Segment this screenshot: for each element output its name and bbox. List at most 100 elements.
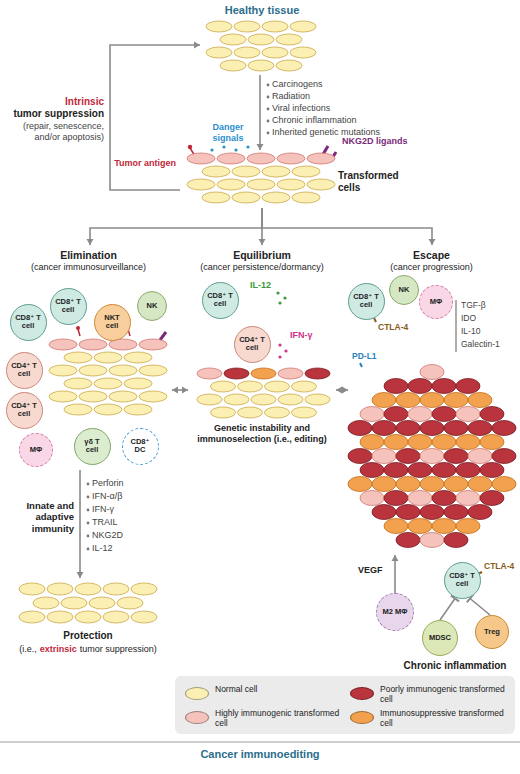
tissue-cell: [79, 391, 107, 402]
tissue-cell: [224, 368, 249, 379]
node-text: (i.e.,: [19, 644, 37, 655]
legend-swatch: [185, 711, 209, 724]
tissue-cell: [432, 407, 456, 422]
tissue-cell: [247, 153, 275, 164]
tissue-cell: [480, 463, 504, 478]
tissue-cell: [408, 491, 432, 506]
tissue-cell: [248, 60, 274, 71]
tissue-cell: [290, 21, 316, 32]
stage-region: Protection(i.e.,extrinsictumor suppressi…: [8, 578, 168, 670]
tissue-cell: [89, 597, 115, 609]
tissue-cell: [220, 60, 246, 71]
arrowhead: [429, 239, 436, 245]
label: (repair, senescence, and/or apoptosis): [6, 121, 104, 143]
arrowhead: [194, 42, 200, 49]
tissue-cell: [372, 393, 396, 408]
tissue-cell: [480, 435, 504, 450]
tissue-cell: [139, 365, 167, 376]
label: CTLA-4: [484, 561, 514, 571]
tissue-cell: [420, 393, 444, 408]
tissue-cell: [468, 505, 492, 520]
connector: [110, 42, 200, 191]
tissue-cell: [247, 179, 275, 190]
cell-label: CD4⁺ T cell: [239, 336, 265, 352]
tissue-cell: [109, 365, 137, 376]
label: Radiation: [272, 91, 310, 102]
label: Chronic inflammation: [395, 660, 515, 672]
tissue-cell: [277, 153, 305, 164]
tissue-cell: [432, 519, 456, 534]
tissue-cell: [444, 393, 468, 408]
tissue-cell: [384, 491, 408, 506]
tissue-cell: [444, 477, 468, 492]
tissue-cell: [187, 179, 215, 190]
tissue-cell: [278, 368, 303, 379]
tissue-cell: [202, 192, 230, 203]
node-text: Genetic instability and immunoselection …: [188, 423, 336, 445]
tissue-cell: [64, 404, 92, 415]
arrowhead: [172, 387, 178, 394]
tissue-cell: [224, 394, 249, 405]
tissue-cell: [396, 533, 420, 548]
cell-circle: CD8⁺ T cell: [10, 304, 47, 341]
tissue-cell: [124, 352, 152, 363]
tissue-cell: [348, 449, 372, 464]
tissue-cell: [384, 407, 408, 422]
connector: [87, 208, 263, 245]
label: Danger signals: [203, 122, 253, 144]
tissue-cell: [197, 368, 222, 379]
tissue-cell: [408, 435, 432, 450]
label: Intrinsic: [6, 96, 104, 108]
legend-text: Poorly immunogenic transformed cell: [380, 684, 508, 704]
tissue-cell: [420, 421, 444, 436]
tissue-cell: [396, 421, 420, 436]
tissue-cell: [456, 519, 480, 534]
cell-label: MΦ: [30, 446, 42, 454]
tissue-cell: [384, 463, 408, 478]
label: Chronic inflammation: [272, 115, 357, 126]
label: IFN-α/β: [92, 491, 122, 502]
tissue-cell: [262, 47, 288, 58]
tissue-cell: [238, 407, 263, 418]
tissue-cell: [396, 477, 420, 492]
label: IL-10: [461, 326, 480, 336]
text-line: (i.e.,extrinsictumor suppression): [8, 644, 168, 655]
legend-swatch: [350, 711, 374, 724]
tissue-cell: [305, 394, 330, 405]
cell-label: CD8⁺ T cell: [55, 298, 81, 314]
label: NKG2D: [92, 530, 123, 541]
tissue-cell: [75, 611, 101, 623]
legend-swatch: [350, 687, 374, 700]
label: Viral infections: [272, 103, 330, 114]
tissue-cell: [396, 449, 420, 464]
tissue-cell: [348, 421, 372, 436]
tissue-cell: [420, 365, 444, 380]
tissue-cell: [456, 491, 480, 506]
tissue-cell: [103, 611, 129, 623]
tissue-cell: [187, 153, 215, 164]
cell-label: NK: [147, 302, 158, 310]
tissue-cell: [408, 379, 432, 394]
tissue-cell: [109, 391, 137, 402]
connector-line: [259, 75, 261, 150]
connector: [257, 75, 264, 150]
tissue-cell: [492, 449, 516, 464]
stage-region: Escape(cancer progression)CD8⁺ T cellNKM…: [348, 245, 515, 555]
stage-region: Equilibrium(cancer persistence/dormancy)…: [188, 245, 336, 460]
ifn-dots: [278, 343, 287, 358]
tissue-cell: [307, 153, 335, 164]
tissue-cell: [131, 611, 157, 623]
cell-circle: CD8⁺ T cell: [444, 562, 481, 599]
connector-line: [262, 208, 432, 245]
tissue-cell: [94, 378, 122, 389]
cell-circle: Treg: [475, 615, 509, 649]
tissue-cell: [79, 339, 107, 350]
label: IFN-γ: [290, 330, 313, 341]
tissue-cell: [139, 391, 167, 402]
tissue-cell: [360, 435, 384, 450]
tissue-cell: [372, 421, 396, 436]
arrowhead: [392, 555, 399, 561]
cell-circle: NK: [137, 291, 167, 321]
tissue-cell: [124, 378, 152, 389]
label: IDO: [461, 313, 476, 323]
